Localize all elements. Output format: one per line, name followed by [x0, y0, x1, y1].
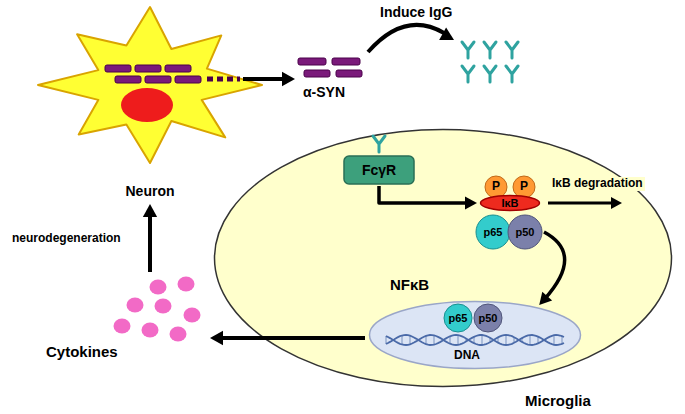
node-label: FcγR: [362, 162, 396, 178]
node-label: P: [520, 180, 528, 194]
microglia-cell: MicrogliaFcγRPPIκBp65p50NFκBDNAp65p50: [213, 128, 673, 414]
inhibitor-ellipse: IκB: [479, 194, 541, 212]
node-label: Neuron: [126, 183, 175, 199]
annotation-label: Induce IgG: [380, 4, 452, 20]
receptor-box: FcγR: [343, 155, 415, 185]
pathway-arrow: [539, 232, 564, 305]
annotation-label: Cytokines: [46, 343, 118, 360]
p50-subunit: p50: [507, 214, 543, 250]
p65-subunit: p65: [443, 303, 473, 333]
pathway-arrow: [379, 186, 477, 210]
connector-layer: [213, 128, 673, 414]
node-label: p65: [449, 312, 468, 325]
p50-subunit: p50: [473, 303, 503, 333]
annotation-label: neurodegeneration: [12, 232, 121, 246]
node-label: DNA: [454, 349, 480, 363]
node-label: Microglia: [525, 392, 591, 409]
node-shape: [35, 5, 265, 200]
node-label: IκB: [501, 197, 518, 210]
node-shape: [213, 128, 673, 414]
neuron-star: Neuron: [35, 5, 265, 200]
annotation-label: α-SYN: [303, 84, 345, 100]
node-label: P: [492, 180, 500, 194]
node-label: p65: [484, 226, 503, 239]
p65-subunit: p65: [475, 214, 511, 250]
node-label: p50: [479, 312, 498, 325]
annotation-label: IκB degradation: [550, 177, 645, 191]
nucleus-ellipse: NFκBDNAp65p50: [368, 300, 582, 370]
node-label: p50: [516, 226, 535, 239]
node-label: NFκB: [390, 276, 429, 293]
